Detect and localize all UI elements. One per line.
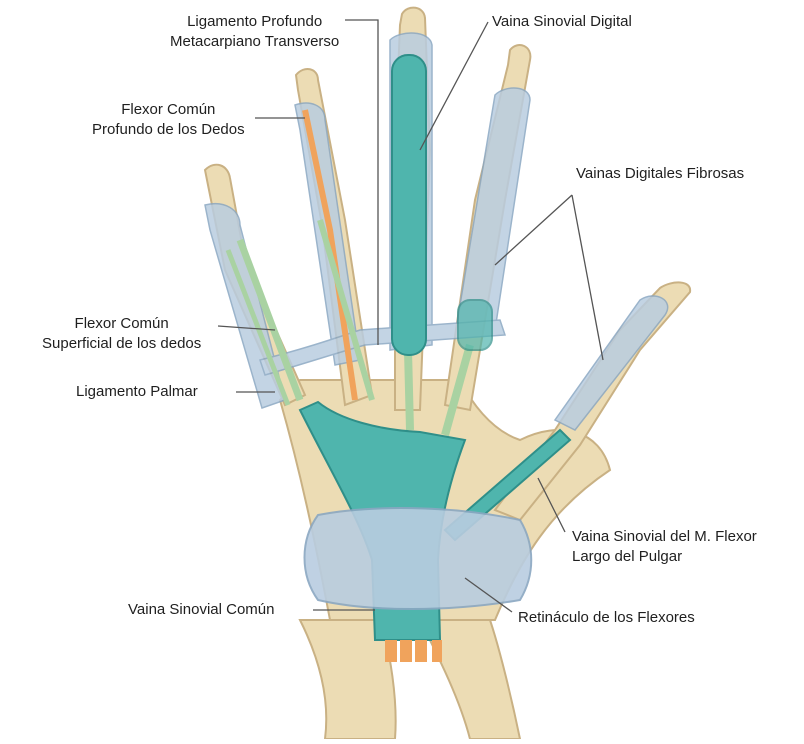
tendon-ends xyxy=(385,640,442,662)
label-ligamento-profundo: Ligamento Profundo Metacarpiano Transver… xyxy=(170,12,339,52)
label-ligamento-palmar: Ligamento Palmar xyxy=(76,382,198,402)
label-vaina-flexor-largo: Vaina Sinovial del M. Flexor Largo del P… xyxy=(572,527,757,567)
flexor-retinaculum xyxy=(305,508,532,609)
label-vaina-sinovial-comun: Vaina Sinovial Común xyxy=(128,600,274,620)
label-vainas-digitales-fibrosas: Vainas Digitales Fibrosas xyxy=(576,164,744,184)
digital-synovial-sheath xyxy=(392,55,426,355)
label-flexor-superficial: Flexor Común Superficial de los dedos xyxy=(42,314,201,354)
label-flexor-profundo: Flexor Común Profundo de los Dedos xyxy=(92,100,245,140)
label-vaina-sinovial-digital: Vaina Sinovial Digital xyxy=(492,12,632,32)
index-sheath xyxy=(458,300,492,350)
label-retinaculo-flexores: Retináculo de los Flexores xyxy=(518,608,695,628)
